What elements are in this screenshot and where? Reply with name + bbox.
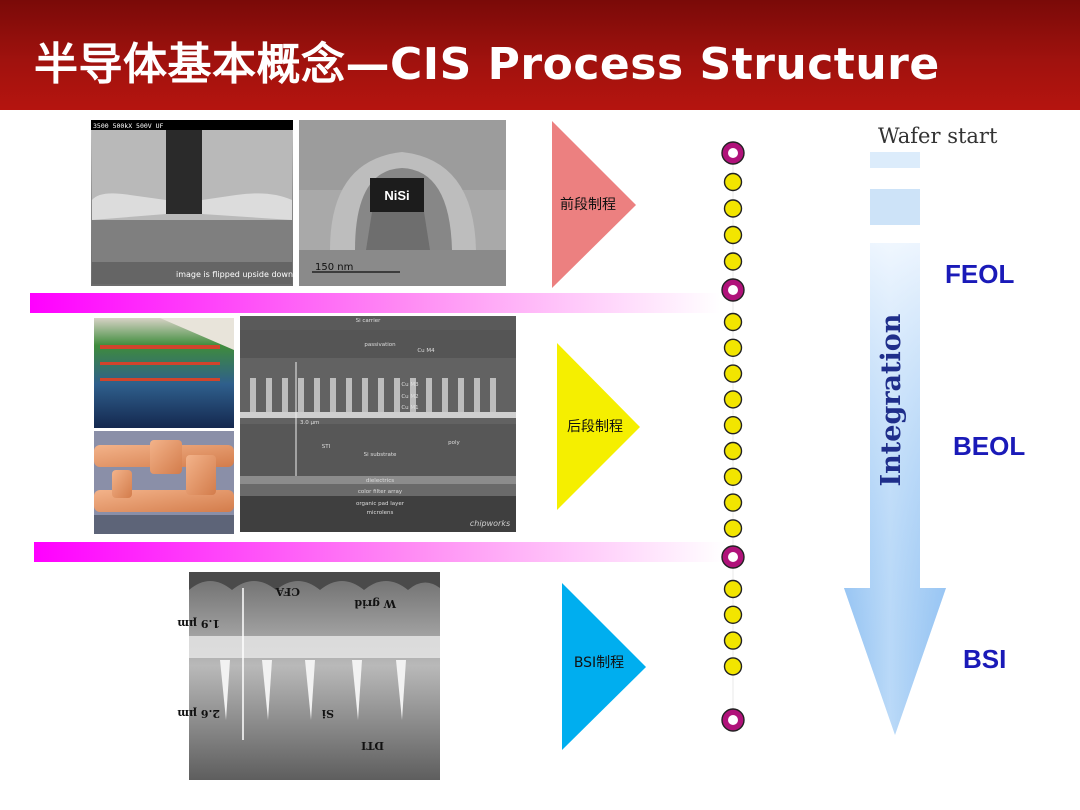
beol-dimension: 3.0 µm xyxy=(300,420,319,426)
header-bar: 半导体基本概念—CIS Process Structure xyxy=(0,0,1080,110)
timeline-dot xyxy=(723,579,743,599)
timeline-dot xyxy=(723,390,743,409)
chipworks-watermark: chipworks xyxy=(470,519,510,528)
beol-label-0: Si carrier xyxy=(356,318,381,324)
sem-feol-caption: image is flipped upside down xyxy=(176,270,293,279)
stage-label-feol: FEOL xyxy=(945,259,1014,289)
beol-label-1: passivation xyxy=(364,342,396,348)
timeline-dot xyxy=(723,493,743,512)
timeline-dot xyxy=(723,338,743,357)
timeline-dot xyxy=(723,605,743,624)
timeline-dot xyxy=(723,172,743,192)
timeline-milestone-center xyxy=(728,715,738,725)
process-step-beol-label: 后段制程 xyxy=(567,419,623,435)
sem-image-feol: 3500 500kX 500V UF image is flipped upsi… xyxy=(91,120,293,286)
timeline-dot xyxy=(723,312,743,332)
page-title: 半导体基本概念—CIS Process Structure xyxy=(34,39,940,90)
timeline-dot xyxy=(723,416,743,435)
beol-label-5: Cu M1 xyxy=(401,405,418,411)
process-step-feol-label: 前段制程 xyxy=(560,196,616,213)
process-timeline xyxy=(721,141,745,732)
stage-label-bsi: BSI xyxy=(963,644,1006,674)
timeline-dot xyxy=(723,467,743,486)
timeline-dot xyxy=(723,252,743,271)
bsi-label-wgrid: W grid xyxy=(354,597,397,610)
copper-interconnect-image xyxy=(94,431,234,534)
beol-label-8: Si substrate xyxy=(364,452,397,458)
process-step-bsi-label: BSI制程 xyxy=(574,655,624,671)
chip-3d-image xyxy=(94,318,234,428)
beol-label-12: microlens xyxy=(367,510,394,516)
integration-arrow: Wafer start Integration xyxy=(844,124,998,735)
timeline-milestone-center xyxy=(728,285,738,295)
process-step-bsi: BSI制程 xyxy=(562,583,646,750)
process-step-feol: 前段制程 xyxy=(552,121,636,288)
timeline-dot xyxy=(723,199,743,218)
timeline-dot xyxy=(723,364,743,383)
bsi-label-cfa: CFA xyxy=(275,585,300,598)
divider-feol-beol xyxy=(30,293,720,313)
bsi-label-si: Si xyxy=(322,707,334,720)
beol-label-4: Cu M2 xyxy=(401,394,418,400)
wafer-start-label: Wafer start xyxy=(878,124,998,148)
sem-image-bsi: CFA W grid 1.9 µm 2.6 µm Si DTI xyxy=(177,572,440,780)
bsi-label-26um: 2.6 µm xyxy=(177,707,220,720)
beol-label-6: STI xyxy=(322,444,331,450)
beol-label-7: poly xyxy=(448,440,460,446)
timeline-dot xyxy=(723,519,743,538)
nisi-label: NiSi xyxy=(384,188,409,203)
timeline-milestone-center xyxy=(728,552,738,562)
stage-label-beol: BEOL xyxy=(953,431,1025,461)
beol-label-2: Cu M4 xyxy=(417,348,435,354)
integration-label: Integration xyxy=(876,313,907,486)
timeline-dot xyxy=(723,631,743,650)
process-step-beol: 后段制程 xyxy=(557,343,640,510)
timeline-dot xyxy=(723,657,743,676)
bsi-label-19um: 1.9 µm xyxy=(177,617,220,630)
beol-label-3: Cu M3 xyxy=(401,382,419,388)
beol-label-9: dielectrics xyxy=(366,478,394,484)
beol-label-10: color filter array xyxy=(358,489,403,495)
timeline-milestone-center xyxy=(728,148,738,158)
tem-scale-label: 150 nm xyxy=(315,262,353,273)
tem-image-feol: NiSi 150 nm xyxy=(299,120,506,286)
timeline-dot xyxy=(723,225,743,245)
sem-image-beol: Si carrier passivation Cu M4 Cu M3 Cu M2… xyxy=(240,316,516,532)
sem-feol-top-text: 3500 500kX 500V UF xyxy=(93,122,164,130)
divider-beol-bsi xyxy=(34,542,724,562)
bsi-label-dti: DTI xyxy=(361,739,384,752)
beol-label-11: organic pad layer xyxy=(356,501,405,507)
timeline-dot xyxy=(723,441,743,461)
